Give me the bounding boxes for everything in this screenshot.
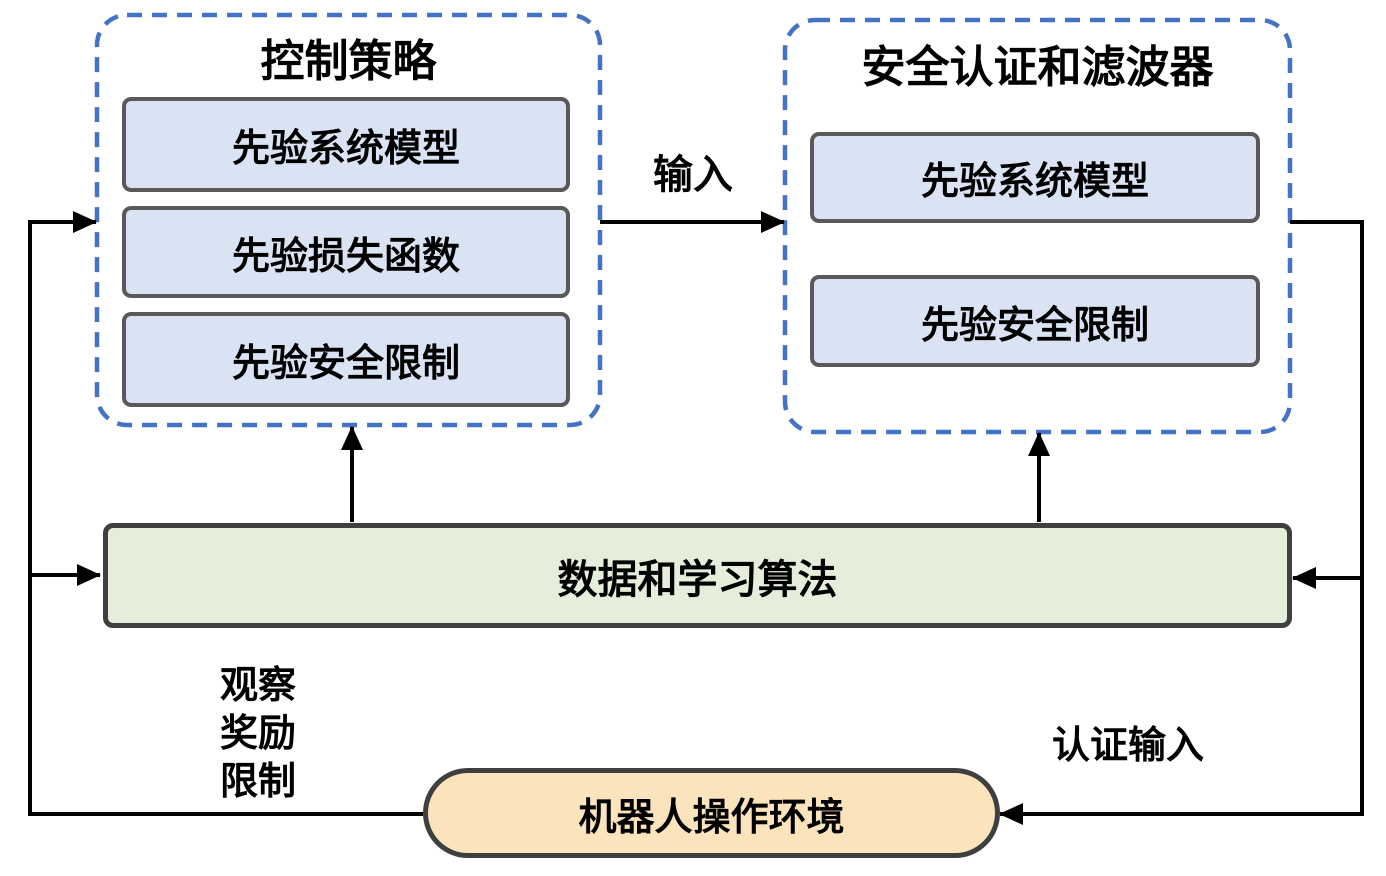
edge-environment-to-policy (28, 211, 423, 816)
safety-filter-item-prior-system-model: 先验系统模型 (810, 132, 1260, 223)
feedback-edge-labels: 观察 奖励 限制 (220, 662, 296, 806)
input-edge-label: 输入 (653, 153, 733, 197)
control-policy-item-prior-loss-function: 先验损失函数 (122, 206, 570, 298)
feedback-label-reward: 奖励 (220, 713, 297, 755)
control-policy-title: 控制策略 (260, 37, 437, 86)
control-policy-item-prior-system-model: 先验系统模型 (122, 97, 570, 192)
feedback-label-constraint: 限制 (220, 761, 297, 803)
control-policy-item-prior-safety-constraints: 先验安全限制 (122, 312, 570, 407)
certified-input-edge-label: 认证输入 (1051, 725, 1204, 767)
data-learning-box: 数据和学习算法 (103, 523, 1292, 628)
environment-box: 机器人操作环境 (423, 768, 1000, 858)
feedback-label-observation: 观察 (220, 665, 297, 707)
safety-filter-title: 安全认证和滤波器 (861, 43, 1214, 92)
edge-filter-to-environment (999, 220, 1364, 825)
safety-filter-item-prior-safety-constraints: 先验安全限制 (810, 275, 1260, 367)
control-policy-group-border (94, 12, 603, 428)
